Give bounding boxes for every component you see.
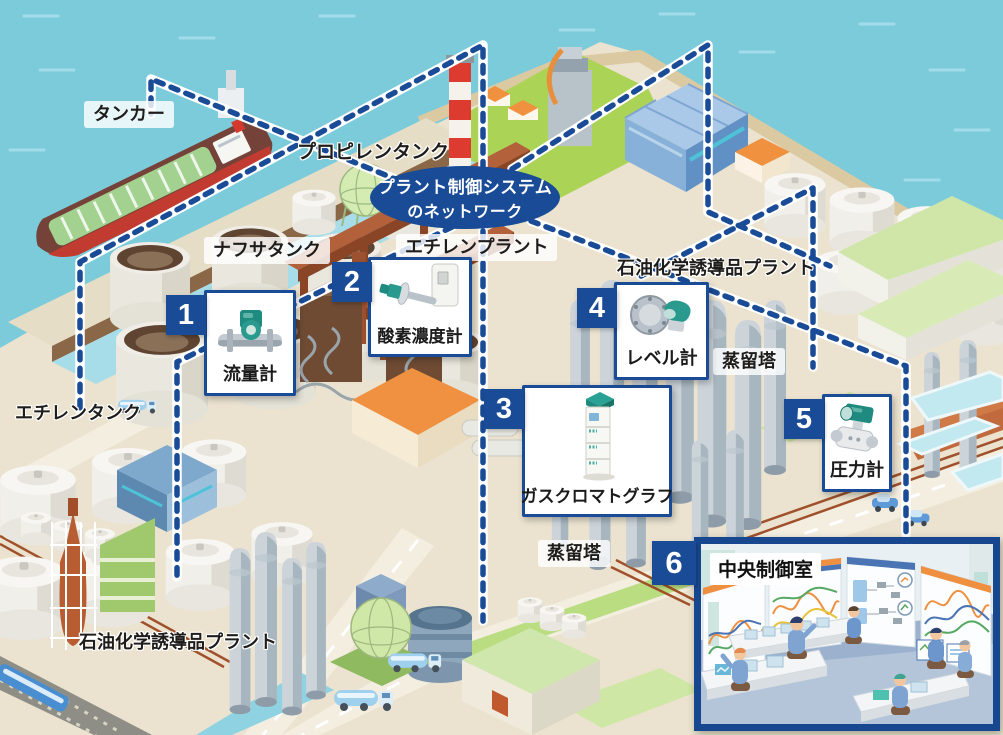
- flow-meter-card: 流量計: [204, 290, 296, 396]
- level-meter-card: レベル計: [614, 282, 709, 380]
- petrochemical-plant-left-area: [0, 439, 313, 650]
- naphtha-tank-label: ナフサタンク: [204, 237, 330, 264]
- callout-number-1: 1: [166, 295, 206, 335]
- ethylene-tank-label: エチレンタンク: [15, 403, 141, 423]
- gas-chromatograph-card: ガスクロマトグラフ: [520, 385, 674, 517]
- petrochemical-plant-right-label: 石油化学誘導品プラント: [617, 258, 815, 278]
- level-meter-label: レベル計: [625, 348, 698, 368]
- right-plant-area: [764, 173, 1003, 527]
- oxygen-analyzer-icon: [371, 260, 469, 322]
- level-meter-icon: [617, 285, 706, 344]
- bubble-line2: のネットワーク: [407, 204, 523, 221]
- callout-number-6: 6: [652, 541, 696, 585]
- oxygen-analyzer-label: 酸素濃度計: [377, 327, 463, 346]
- blue-building: [624, 83, 749, 192]
- control-room-label: 中央制御室: [710, 553, 822, 585]
- tanker-label: タンカー: [84, 101, 174, 128]
- bubble-line1: プラント制御システム: [377, 178, 553, 197]
- callout-number-2: 2: [332, 262, 372, 302]
- distillation-tower-right-label: 蒸留塔: [713, 348, 785, 375]
- pressure-meter-icon: [825, 397, 889, 456]
- pressure-meter-card: 圧力計: [822, 394, 892, 492]
- oxygen-analyzer-card: 酸素濃度計: [368, 257, 472, 357]
- control-room-panel: 中央制御室: [694, 537, 1000, 731]
- callout-number-4: 4: [577, 288, 617, 328]
- control-network-lines: [75, 40, 911, 626]
- distillation-tower-center-label: 蒸留塔: [538, 540, 610, 567]
- gas-chromatograph-label: ガスクロマトグラフ: [520, 487, 674, 506]
- operators: [720, 606, 974, 715]
- plant-control-network-bubble: プラント制御システム のネットワーク: [370, 166, 560, 229]
- callout-number-5: 5: [784, 399, 824, 439]
- flow-meter-icon: [207, 293, 293, 360]
- callout-number-3: 3: [484, 389, 524, 429]
- train: [0, 664, 69, 712]
- propylene-tank-label: プロピレンタンク: [297, 142, 450, 163]
- bottom-center-plant: [118, 399, 600, 735]
- tanker-ship: [36, 118, 273, 257]
- gas-chromatograph-icon: [525, 388, 669, 482]
- ethylene-plant-label: エチレンプラント: [396, 234, 558, 261]
- flow-meter-label: 流量計: [223, 364, 277, 384]
- petrochemical-plant-left-label: 石油化学誘導品プラント: [79, 632, 277, 652]
- pressure-meter-label: 圧力計: [830, 460, 884, 480]
